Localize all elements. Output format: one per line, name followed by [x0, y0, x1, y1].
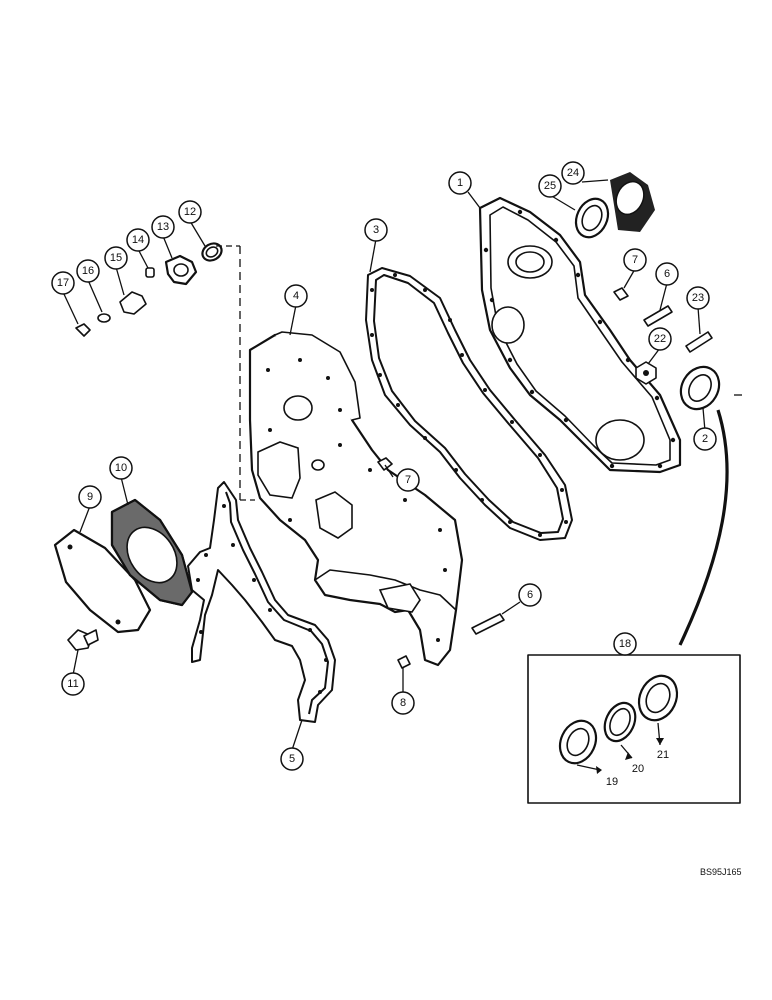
- callout-3: 3: [364, 218, 388, 242]
- fitting-parts-12-17: [75, 242, 223, 337]
- seal-kit-box-part-18: [527, 654, 741, 804]
- bolt-part-11: [67, 629, 99, 651]
- callout-13: 13: [151, 215, 175, 239]
- plate-gasket-part-10: [110, 498, 194, 607]
- callout-25: 25: [538, 174, 562, 198]
- callout-9: 9: [78, 485, 102, 509]
- bolt-parts-6-7-23: [377, 287, 713, 669]
- callout-7-lower: 7: [396, 468, 420, 492]
- svg-text:8: 8: [400, 697, 406, 709]
- svg-text:5: 5: [289, 753, 295, 765]
- svg-text:7: 7: [632, 254, 638, 266]
- callout-2: 2: [693, 427, 717, 451]
- svg-text:22: 22: [654, 333, 666, 345]
- leader-lines: [62, 179, 742, 771]
- label-19: 19: [606, 776, 618, 788]
- svg-text:10: 10: [115, 462, 127, 474]
- svg-text:15: 15: [110, 252, 122, 264]
- callout-6-lower: 6: [518, 583, 542, 607]
- label-20: 20: [632, 763, 644, 775]
- gear-housing-part-4: [248, 331, 464, 667]
- svg-text:4: 4: [293, 290, 299, 302]
- callout-6-upper: 6: [655, 262, 679, 286]
- callout-11: 11: [61, 672, 85, 696]
- svg-text:3: 3: [373, 224, 379, 236]
- svg-text:12: 12: [184, 206, 196, 218]
- seal-parts-24-25: [574, 172, 655, 239]
- svg-text:11: 11: [67, 678, 78, 690]
- svg-text:1: 1: [457, 177, 463, 189]
- label-21: 21: [657, 749, 669, 761]
- seal-part-2: [679, 365, 721, 411]
- callout-18: 18: [613, 632, 637, 656]
- front-cover-part-1: [478, 196, 682, 474]
- svg-text:17: 17: [57, 277, 69, 289]
- callout-24: 24: [561, 161, 585, 185]
- callout-5: 5: [280, 747, 304, 771]
- cover-plate-part-9: [53, 528, 152, 634]
- callout-15: 15: [104, 246, 128, 270]
- callout-14: 14: [126, 228, 150, 252]
- callout-8: 8: [391, 691, 415, 715]
- svg-text:14: 14: [132, 234, 144, 246]
- callout-22: 22: [648, 327, 672, 351]
- callout-17: 17: [51, 271, 75, 295]
- reference-code: BS95J165: [700, 867, 742, 877]
- housing-gasket-part-5: [187, 481, 336, 723]
- callout-12: 12: [178, 200, 202, 224]
- arrowheads: [596, 738, 664, 774]
- callout-1: 1: [448, 171, 472, 195]
- callout-10: 10: [109, 456, 133, 480]
- svg-text:7: 7: [405, 474, 411, 486]
- svg-text:9: 9: [87, 491, 93, 503]
- svg-text:2: 2: [702, 433, 708, 445]
- callout-4: 4: [284, 284, 308, 308]
- svg-text:25: 25: [544, 180, 556, 192]
- callout-16: 16: [76, 259, 100, 283]
- svg-text:6: 6: [527, 589, 533, 601]
- svg-text:23: 23: [692, 292, 704, 304]
- nut-part-22: [635, 361, 657, 385]
- svg-text:18: 18: [619, 638, 631, 650]
- svg-text:6: 6: [664, 268, 670, 280]
- svg-text:24: 24: [567, 167, 579, 179]
- svg-text:13: 13: [157, 221, 169, 233]
- cover-gasket-part-3: [365, 267, 573, 541]
- callout-7-upper: 7: [623, 248, 647, 272]
- callout-23: 23: [686, 286, 710, 310]
- svg-text:16: 16: [82, 265, 94, 277]
